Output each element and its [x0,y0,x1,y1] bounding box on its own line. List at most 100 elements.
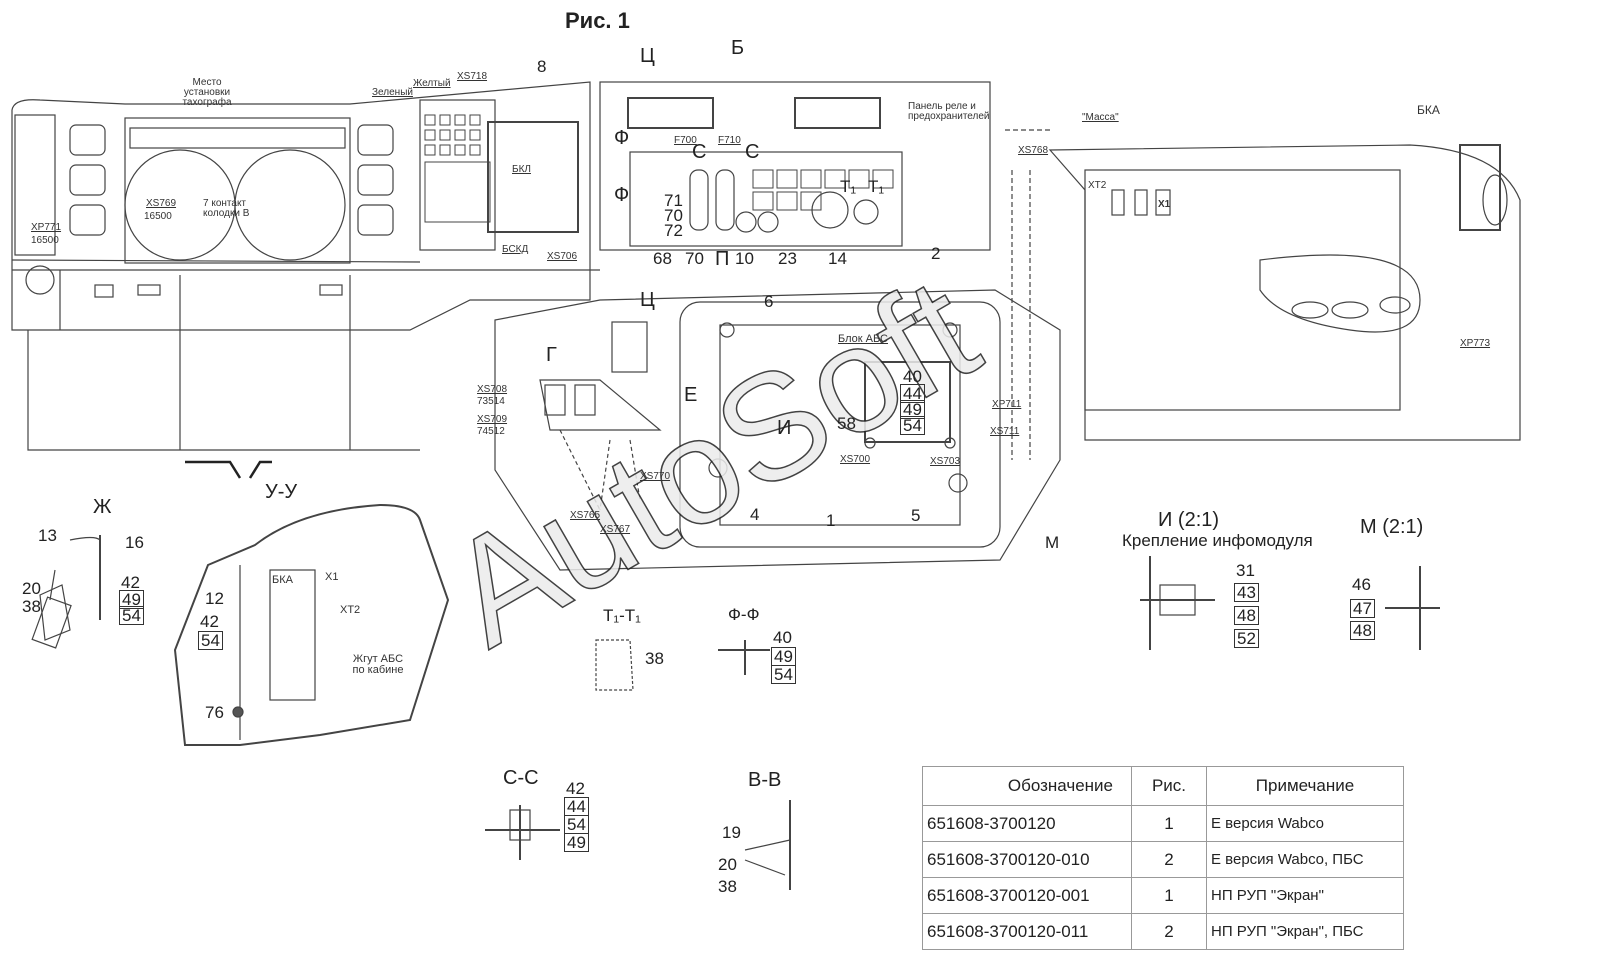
label-xs770: XS770 [640,471,671,482]
cell-figure: 1 [1131,805,1207,842]
mount-plate-6 [719,324,961,526]
callout-68: 68 [653,249,672,268]
label-bka: БКА [1417,103,1440,117]
view-vv-19: 19 [722,823,741,842]
bkl-unit [487,121,579,233]
section-mark-c2: С [745,141,760,163]
view-m-46: 46 [1352,575,1371,594]
label-yellow: Желтый [413,78,451,89]
label-xs708: XS708 [477,384,508,395]
figure-title: Рис. 1 [565,8,630,33]
callout-58: 58 [837,414,856,433]
label-xs703: XS703 [930,456,961,467]
label-green: Зеленый [372,87,413,98]
label-f710: F710 [718,135,741,146]
section-mark-t1b: Т₁ [868,177,885,196]
switch-panel [419,99,496,251]
cell-designation: 651608-3700120 [922,805,1132,842]
view-cc-42: 42 [566,779,585,798]
callout-14: 14 [828,249,847,268]
label-xs709: XS709 [477,414,508,425]
section-mark-b: Б [731,37,745,59]
label-bkl: БКЛ [512,164,531,175]
label-xs765: XS765 [570,510,601,521]
view-uu-title: У-У [265,481,298,503]
table-header-row: Обозначение Рис. Примечание [922,766,1404,806]
label-xp773: XP773 [1460,338,1491,349]
label-xp771: XP771 [31,222,62,233]
label-xs769-n: 16500 [144,211,172,222]
abs-bracket [679,301,1001,548]
cell-figure: 2 [1131,913,1207,950]
view-vv-20: 20 [718,855,737,874]
cell-designation: 651608-3700120-010 [922,841,1132,878]
callout-8: 8 [537,57,547,76]
label-massa: "Масса" [1082,112,1119,123]
callout-1: 1 [826,511,836,530]
variants-table: Обозначение Рис. Примечание 651608-37001… [922,766,1404,950]
callout-70b: 70 [685,249,704,268]
label-contact7: 7 контакт колодки В [203,198,250,219]
view-i-43: 43 [1234,583,1259,602]
abs-block [864,361,951,443]
label-tacho: Место установки тахографа [182,77,232,108]
view-i-31: 31 [1236,561,1255,580]
dashboard-edge [11,259,600,271]
label-xs708-n: 73514 [477,396,505,407]
view-ff-49: 49 [771,647,796,666]
label-xs700: XS700 [840,454,871,465]
cell-designation: 651608-3700120-011 [922,913,1132,950]
view-ff-40: 40 [773,628,792,647]
lower-console-outline [494,289,1061,571]
callout-2: 2 [931,244,941,263]
section-mark-ts: Ц [640,45,655,67]
section-mark-f2: Ф [614,184,630,206]
cell-note: Е версия Wabco, ПБС [1206,841,1404,878]
callout-71: 71 [664,191,683,210]
view-uu-54: 54 [198,631,223,650]
label-xs768: XS768 [1018,145,1049,156]
callout-49: 49 [900,400,925,419]
view-zh-16: 16 [125,533,144,552]
view-zh-49: 49 [119,590,144,609]
view-ff-title: Ф-Ф [728,605,760,624]
center-panel-outline [599,81,991,251]
label-xs769: XS769 [146,198,177,209]
view-zh-title: Ж [93,496,112,518]
cell-note: НП РУП "Экран" [1206,877,1404,914]
label-xs709-n: 74512 [477,426,505,437]
view-zh-38: 38 [22,597,41,616]
view-m-48: 48 [1350,621,1375,640]
view-cc-title: С-С [503,767,539,789]
view-i-subtitle: Крепление инфомодуля [1122,531,1313,550]
view-uu-42: 42 [200,612,219,631]
view-ff-54: 54 [771,665,796,684]
label-xs711: XS711 [990,426,1020,437]
view-m-title: М (2:1) [1360,516,1424,538]
section-uu-outline [173,503,450,746]
label-xs718: XS718 [457,71,488,82]
section-mark-g: Г [546,344,557,366]
view-vv-38: 38 [718,877,737,896]
cell-figure: 1 [1131,877,1207,914]
gauge-cluster [124,117,351,264]
section-mark-c: С [692,141,707,163]
cell-note: НП РУП "Экран", ПБС [1206,913,1404,950]
view-i-title: И (2:1) [1158,509,1220,531]
view-cc-44: 44 [564,797,589,816]
view-uu-x1: X1 [325,571,339,583]
callout-40: 40 [903,367,922,386]
relay-fuse-panel [629,151,903,247]
col-designation: Обозначение [922,766,1132,806]
view-zh-54: 54 [119,606,144,625]
callout-4: 4 [750,505,760,524]
view-vv-title: В-В [748,769,782,791]
cell-designation: 651608-3700120-001 [922,877,1132,914]
cell-note: Е версия Wabco [1206,805,1404,842]
view-zh-20: 20 [22,579,41,598]
view-cc-49: 49 [564,833,589,852]
view-cc-54: 54 [564,815,589,834]
